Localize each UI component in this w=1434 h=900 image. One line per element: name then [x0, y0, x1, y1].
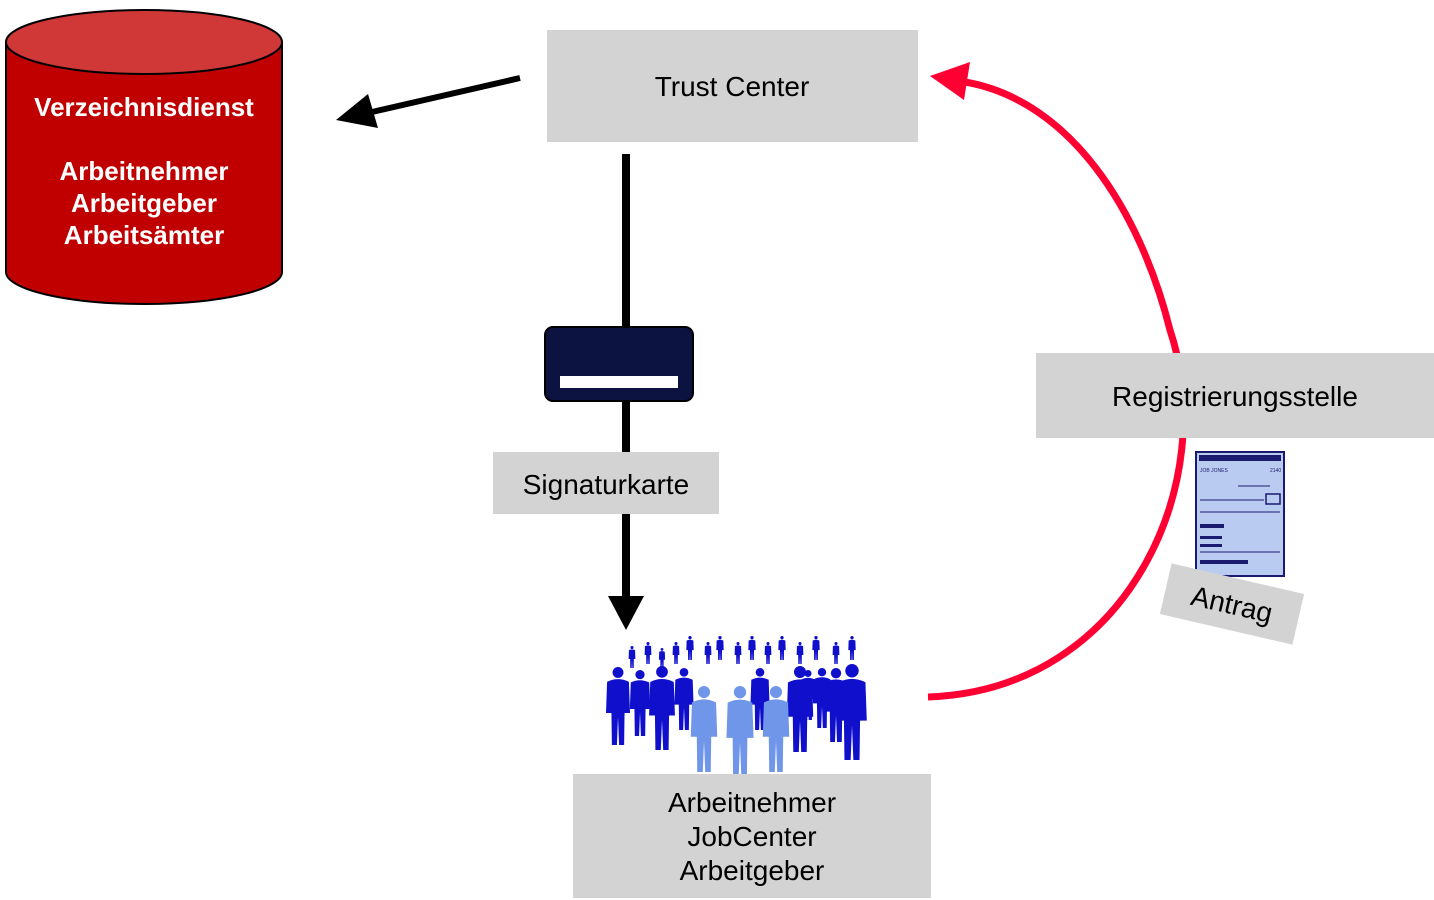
- person-silhouette: [686, 636, 694, 660]
- person-silhouette: [832, 642, 840, 664]
- application-form-icon: JOB JONES 2140: [1195, 451, 1285, 577]
- arrow-trust-to-directory: [336, 75, 521, 128]
- person-silhouette: [812, 636, 820, 660]
- svg-text:JOB JONES: JOB JONES: [1200, 468, 1228, 474]
- person-silhouette: [644, 642, 652, 664]
- person-silhouette: [748, 636, 756, 660]
- participants-line: Arbeitgeber: [680, 855, 825, 886]
- smart-card-icon: [544, 326, 694, 402]
- trust-center-box: Trust Center: [547, 30, 918, 142]
- person-silhouette: [762, 686, 790, 772]
- database-title: Verzeichnisdienst: [34, 92, 254, 122]
- signature-card-label: Signaturkarte: [523, 469, 690, 500]
- registration-office-box: Registrierungsstelle: [1036, 353, 1434, 438]
- trust-center-label: Trust Center: [655, 71, 810, 102]
- person-silhouette: [672, 642, 680, 664]
- registration-office-label: Registrierungsstelle: [1112, 381, 1358, 412]
- person-silhouette: [674, 668, 694, 730]
- person-silhouette: [628, 646, 636, 668]
- person-silhouette: [778, 636, 786, 660]
- svg-text:2140: 2140: [1270, 468, 1281, 474]
- person-silhouette: [716, 636, 724, 660]
- participants-line: Arbeitnehmer: [668, 787, 836, 818]
- cylinder-database-icon: [5, 9, 283, 305]
- participants-box: Arbeitnehmer JobCenter Arbeitgeber: [573, 774, 931, 898]
- person-silhouette: [605, 667, 631, 745]
- application-box: Antrag: [1159, 563, 1305, 645]
- person-silhouette: [658, 648, 666, 668]
- person-silhouette: [690, 686, 718, 772]
- signature-card-box: Signaturkarte: [493, 452, 719, 514]
- crowd-of-people-icon: [605, 636, 867, 774]
- person-silhouette: [848, 636, 856, 660]
- directory-database: Verzeichnisdienst Arbeitnehmer Arbeitgeb…: [5, 9, 283, 305]
- person-silhouette: [629, 670, 651, 736]
- database-line: Arbeitgeber: [71, 188, 217, 218]
- database-line: Arbeitnehmer: [59, 156, 228, 186]
- participants-line: JobCenter: [687, 821, 816, 852]
- person-silhouette: [726, 686, 754, 774]
- person-silhouette: [837, 664, 867, 760]
- person-silhouette: [800, 670, 816, 720]
- person-silhouette: [704, 642, 712, 664]
- person-silhouette: [734, 642, 742, 664]
- person-silhouette: [764, 642, 772, 664]
- person-silhouette: [649, 666, 675, 750]
- database-line: Arbeitsämter: [64, 220, 224, 250]
- person-silhouette: [796, 642, 804, 664]
